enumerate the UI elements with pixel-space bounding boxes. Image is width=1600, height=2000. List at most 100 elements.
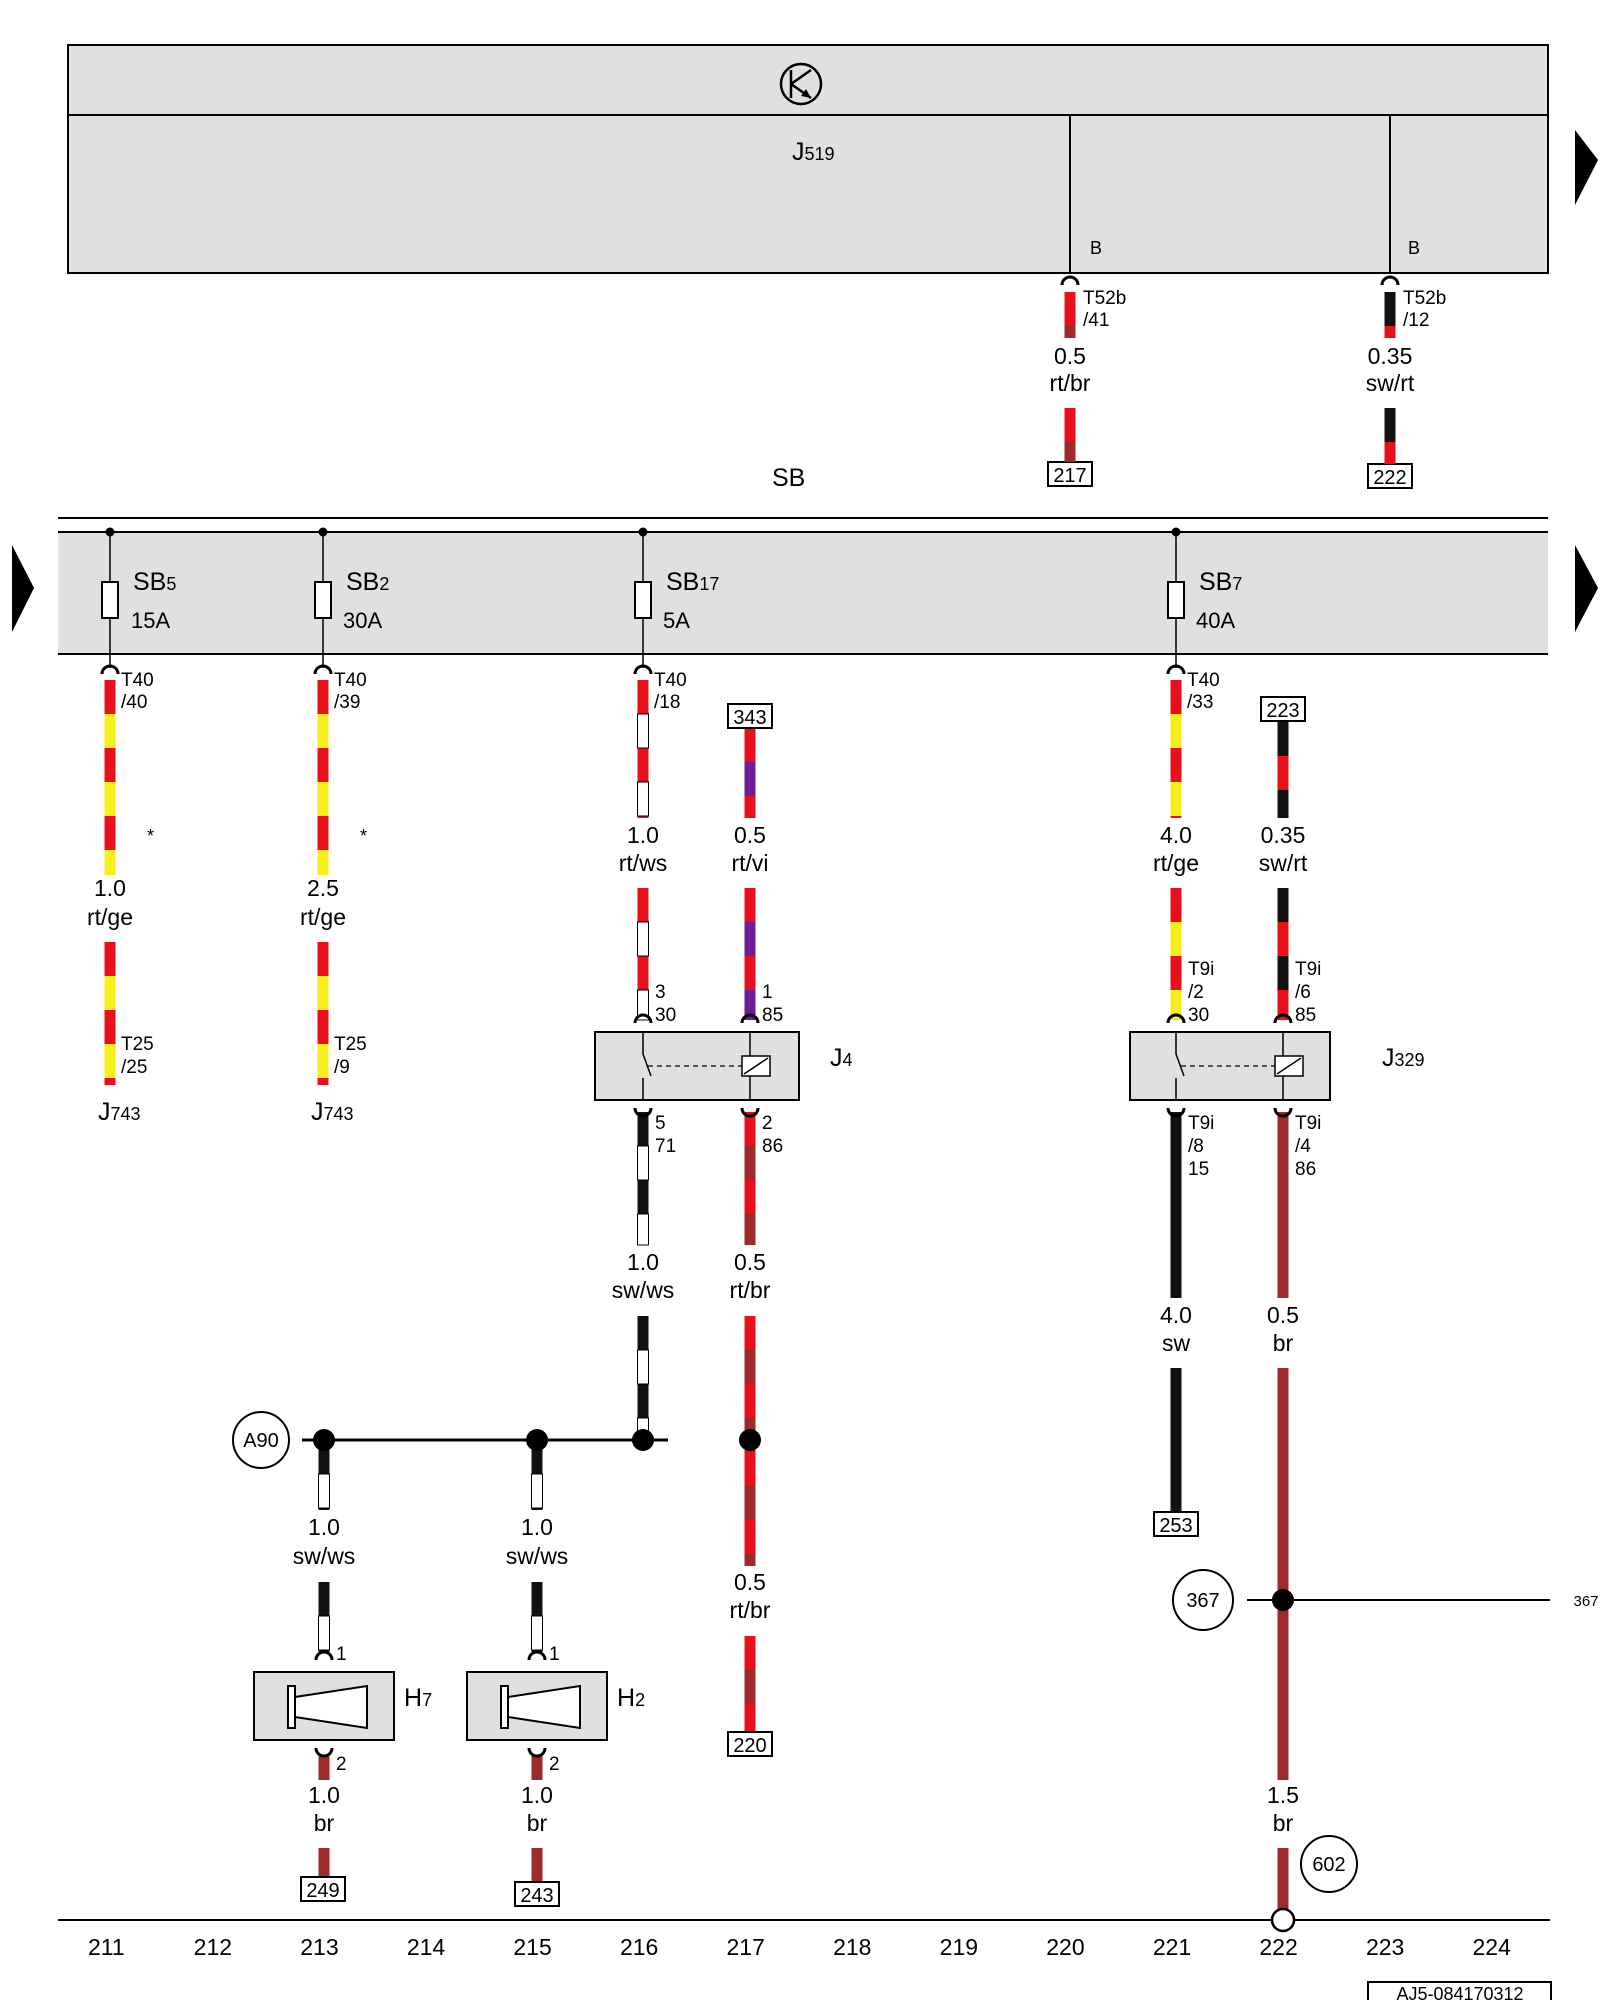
- wire-h7_out: [318, 1848, 330, 1877]
- svg-text:0.5: 0.5: [734, 1569, 766, 1595]
- svg-text:*: *: [147, 826, 154, 846]
- svg-text:T40: T40: [121, 670, 154, 691]
- svg-text:T9i: T9i: [1295, 1113, 1321, 1134]
- svg-text:86: 86: [762, 1136, 783, 1157]
- svg-text:T52b: T52b: [1403, 288, 1446, 309]
- svg-text:rt/ge: rt/ge: [87, 904, 133, 930]
- svg-text:/9: /9: [334, 1057, 350, 1078]
- svg-text:0.5: 0.5: [734, 1249, 766, 1275]
- wire-h2_out: [531, 1756, 543, 1780]
- svg-text:T52b: T52b: [1083, 288, 1126, 309]
- column-219: 219: [940, 1934, 978, 1960]
- wire-h2_out: [531, 1848, 543, 1882]
- svg-text:1.0: 1.0: [308, 1782, 340, 1808]
- column-218: 218: [833, 1934, 871, 1960]
- fuse-sb5: SB5 15A: [101, 527, 176, 668]
- terminal-b-1: B: [1090, 238, 1102, 258]
- fuse-holder-panel: [58, 532, 1548, 654]
- continue-right-arrow-icon: [1575, 545, 1598, 632]
- column-220: 220: [1046, 1934, 1084, 1960]
- svg-text:H7: H7: [404, 1684, 432, 1712]
- horn-h2: 1 H2 2: [466, 1644, 645, 1775]
- svg-text:/6: /6: [1295, 982, 1311, 1003]
- svg-text:15: 15: [1188, 1159, 1209, 1180]
- wire-j329_15: [1170, 1368, 1182, 1512]
- svg-text:1: 1: [336, 1644, 347, 1665]
- wire-labels: * * 1.0 rt/ge 2.5 rt/ge T25 /25 T25 /9 J…: [87, 822, 1308, 1836]
- svg-text:1.0: 1.0: [521, 1514, 553, 1540]
- svg-text:T9i: T9i: [1295, 959, 1321, 980]
- svg-text:0.5: 0.5: [1054, 343, 1086, 369]
- column-221: 221: [1153, 1934, 1191, 1960]
- svg-text:rt/br: rt/br: [730, 1277, 771, 1303]
- wire-top1: [1384, 408, 1396, 464]
- svg-text:sw/ws: sw/ws: [612, 1277, 675, 1303]
- svg-text:/40: /40: [121, 692, 147, 713]
- wire-j4_86: [744, 1636, 756, 1732]
- wire-sb5: [104, 680, 116, 875]
- svg-text:T25: T25: [121, 1034, 154, 1055]
- svg-text:5A: 5A: [663, 608, 690, 633]
- relay-j4: J4 3 30 1 85 5 71 2 86: [594, 982, 853, 1157]
- svg-text:/33: /33: [1187, 692, 1213, 713]
- wire-h7_in: [318, 1440, 330, 1510]
- fuse-sb2: SB2 30A: [314, 527, 389, 668]
- ground-602: 602: [1300, 1835, 1358, 1893]
- svg-text:2: 2: [336, 1754, 347, 1775]
- svg-text:1.0: 1.0: [627, 822, 659, 848]
- wire-j4_out: [637, 1112, 649, 1246]
- connector-icon: [1380, 275, 1400, 286]
- wire-j4_out: [637, 1316, 649, 1441]
- svg-text:0.35: 0.35: [1368, 343, 1413, 369]
- svg-text:H2: H2: [617, 1684, 645, 1712]
- svg-text:249: 249: [306, 1880, 339, 1902]
- wire-segments: [104, 292, 1396, 1910]
- continue-left-arrow-icon: [12, 545, 34, 632]
- svg-text:SB2: SB2: [346, 568, 389, 596]
- svg-text:220: 220: [733, 1735, 766, 1757]
- svg-text:T40: T40: [654, 670, 687, 691]
- wire-top1: [1384, 292, 1396, 338]
- svg-text:15A: 15A: [131, 608, 170, 633]
- wire-top0: [1064, 292, 1076, 338]
- svg-text:/2: /2: [1188, 982, 1204, 1003]
- wire-j329_15: [1170, 1112, 1182, 1298]
- svg-text:1: 1: [549, 1644, 560, 1665]
- svg-text:343: 343: [733, 707, 766, 729]
- svg-text:/4: /4: [1295, 1136, 1311, 1157]
- svg-text:J743: J743: [98, 1098, 141, 1126]
- wire-sb7: [1170, 888, 1182, 1020]
- fuse-sb7: SB7 40A: [1167, 527, 1242, 668]
- svg-text:0.5: 0.5: [734, 822, 766, 848]
- svg-text:85: 85: [1295, 1005, 1316, 1026]
- svg-text:sw/ws: sw/ws: [293, 1543, 356, 1569]
- svg-text:J4: J4: [830, 1044, 853, 1072]
- svg-text:223: 223: [1266, 700, 1299, 722]
- column-211: 211: [88, 1934, 125, 1960]
- horn-icon: [287, 1684, 368, 1730]
- wire-top0: [1064, 408, 1076, 462]
- svg-text:br: br: [314, 1810, 335, 1836]
- svg-text:J329: J329: [1382, 1044, 1425, 1072]
- transistor-icon: [779, 62, 823, 106]
- svg-text:0.5: 0.5: [1267, 1302, 1299, 1328]
- column-217: 217: [727, 1934, 765, 1960]
- svg-text:4.0: 4.0: [1160, 822, 1192, 848]
- svg-text:/41: /41: [1083, 310, 1109, 331]
- svg-text:br: br: [1273, 1810, 1294, 1836]
- relay-j329: J329 T9i /2 30 T9i /6 85 T9i /8 15 T9i /…: [1129, 959, 1425, 1180]
- svg-text:T25: T25: [334, 1034, 367, 1055]
- svg-text:br: br: [527, 1810, 548, 1836]
- svg-text:243: 243: [520, 1885, 553, 1907]
- wire-j329_86: [1277, 1368, 1289, 1780]
- svg-text:rt/ge: rt/ge: [300, 904, 346, 930]
- junction-367: 367 367: [1172, 1569, 1599, 1631]
- svg-text:40A: 40A: [1196, 608, 1235, 633]
- fuse-sb17: SB17 5A: [634, 527, 719, 668]
- svg-text:367: 367: [1573, 1593, 1598, 1610]
- svg-text:1.0: 1.0: [521, 1782, 553, 1808]
- column-212: 212: [194, 1934, 232, 1960]
- svg-text:*: *: [360, 826, 367, 846]
